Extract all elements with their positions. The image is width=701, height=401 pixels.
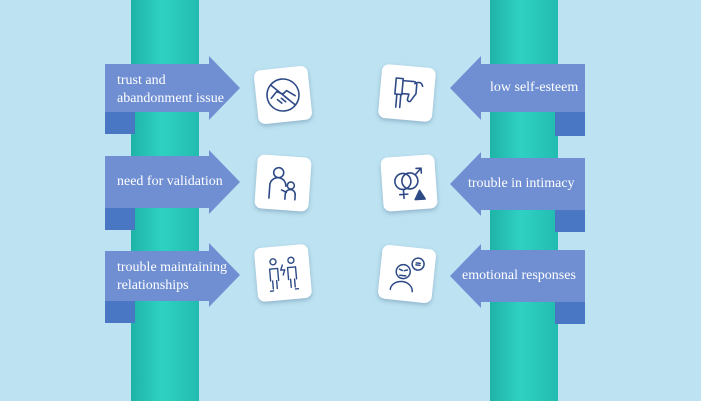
no-handshake-icon: [266, 78, 300, 112]
card-relationships: [253, 243, 313, 303]
adult-child-icon: [268, 166, 297, 201]
left-label-relationships: trouble maintaining relationships: [117, 260, 228, 293]
left-label-trust: trust and abandonment issue: [117, 73, 224, 106]
left-label-validation: need for validation: [117, 174, 223, 189]
gender-warning-icon: [394, 167, 426, 201]
right-label-emotional: emotional responses: [462, 268, 576, 283]
angry-person-icon: [389, 257, 425, 293]
card-trust: [253, 65, 313, 125]
card-self-esteem: [377, 63, 437, 123]
right-label-self-esteem: low self-esteem: [490, 80, 579, 95]
arguing-couple-icon: [268, 256, 300, 292]
right-label-intimacy: trouble in intimacy: [468, 176, 575, 191]
thumbs-down-icon: [394, 77, 424, 109]
card-emotional: [377, 244, 437, 304]
card-intimacy: [380, 154, 438, 212]
card-validation: [254, 154, 312, 212]
